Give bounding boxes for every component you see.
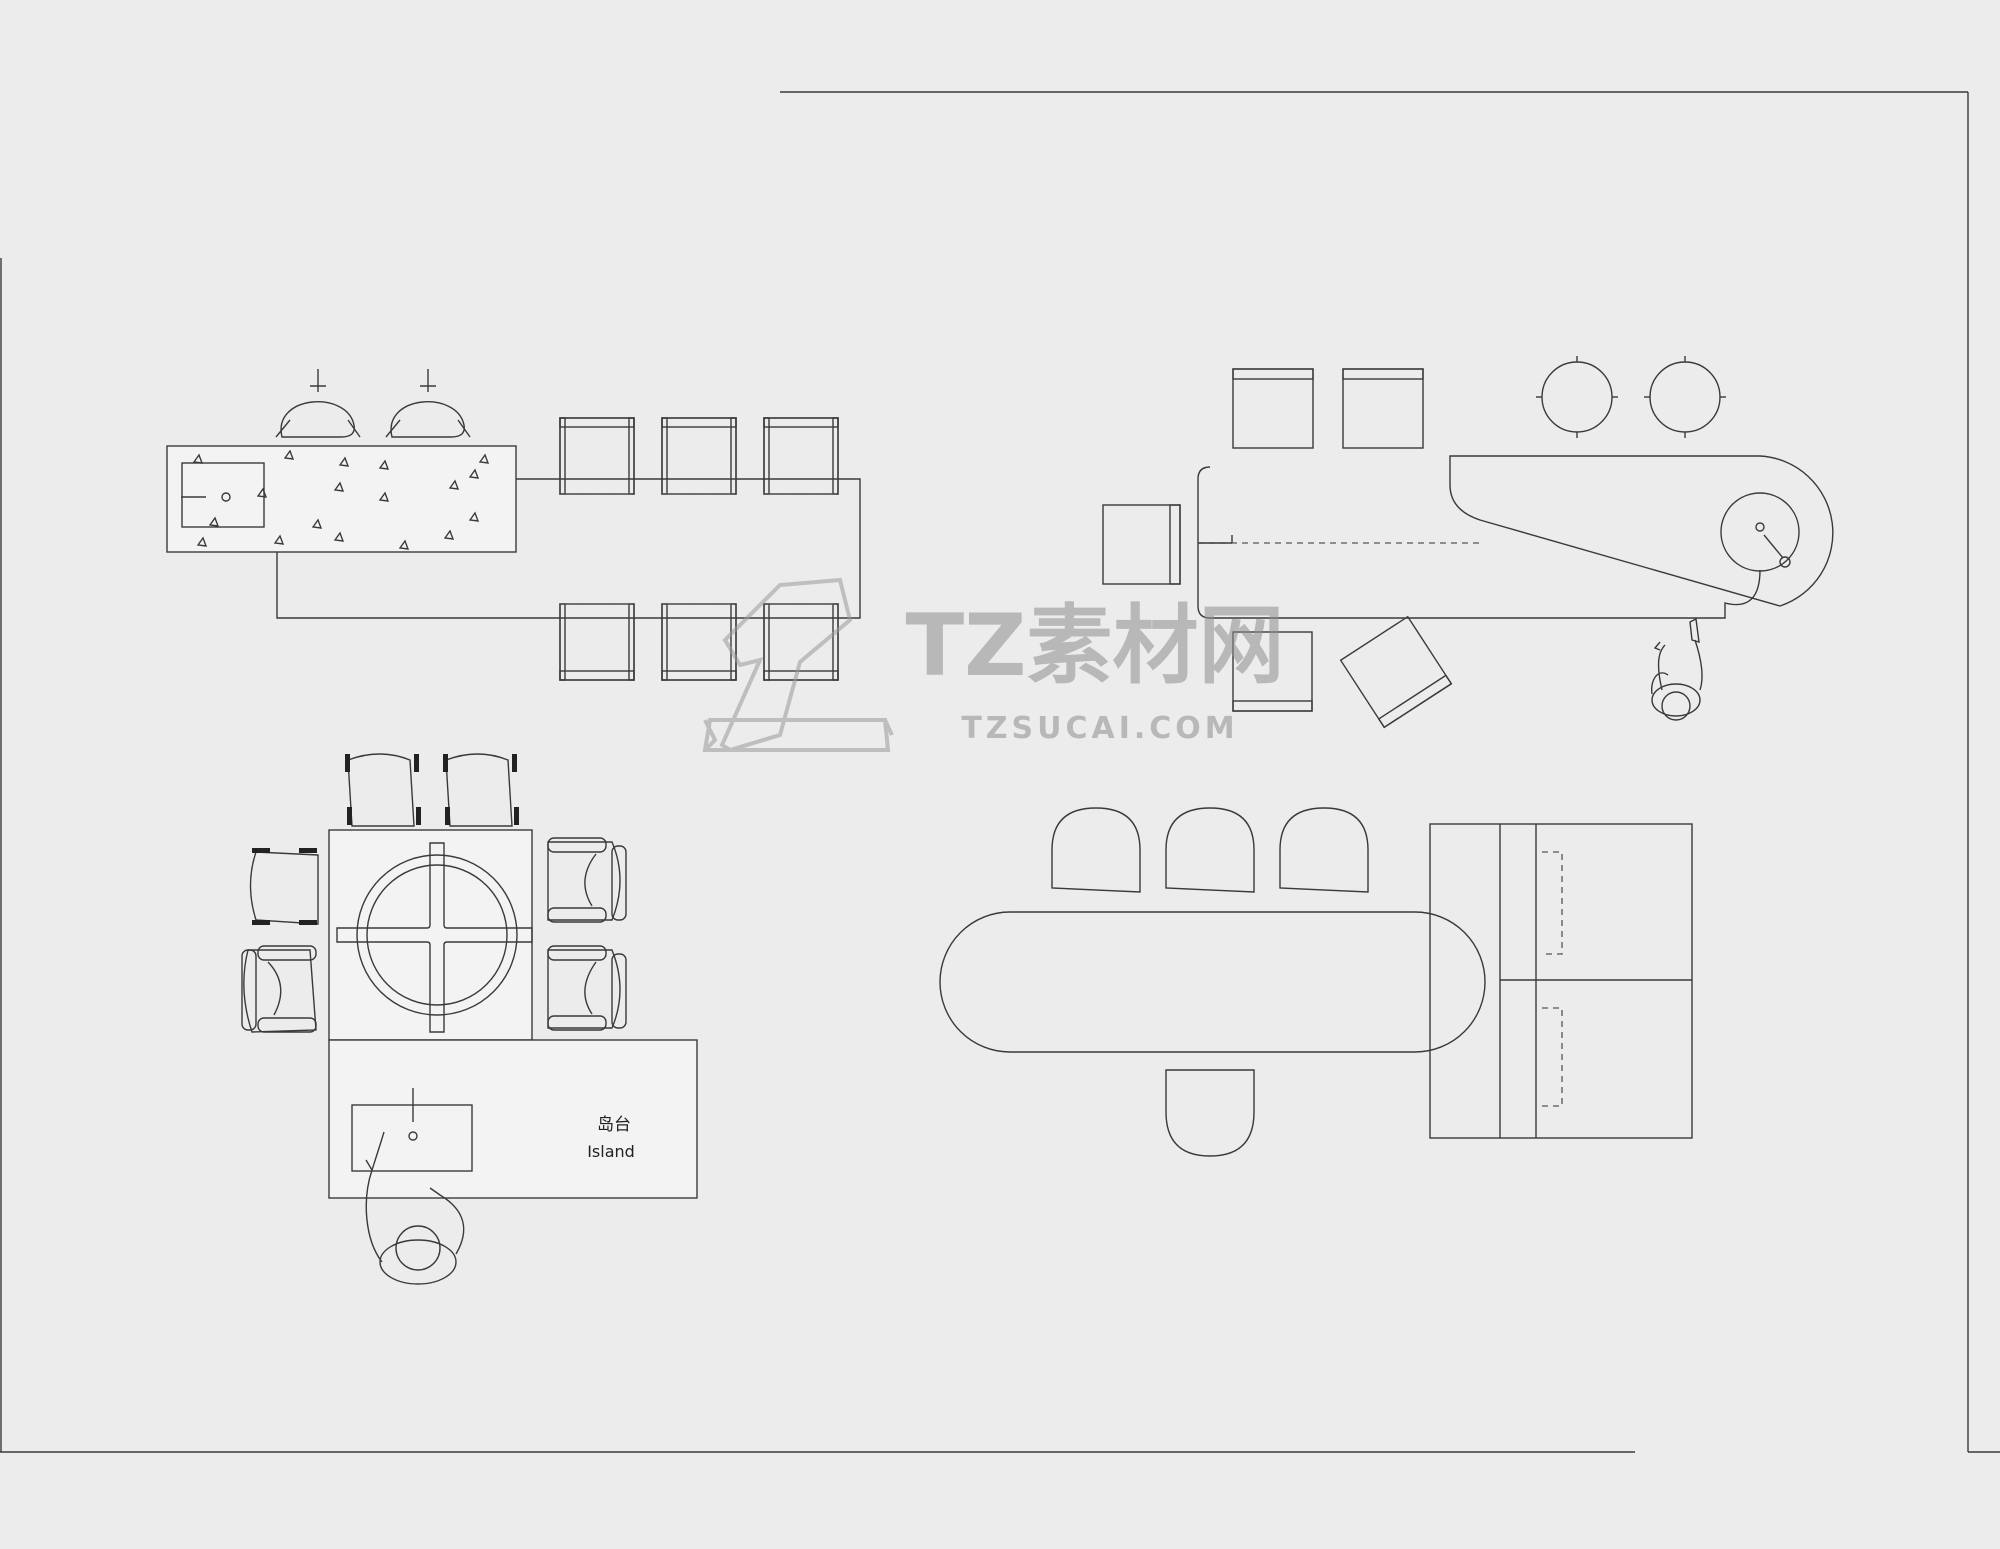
dining-chair (661, 417, 737, 495)
counter-sink (181, 462, 265, 528)
dining-chair (763, 417, 839, 495)
counter-sink (1720, 492, 1800, 572)
bar-stool (275, 369, 361, 438)
armless-chair (443, 753, 519, 827)
bucket-chair (1165, 1069, 1255, 1157)
watermark-url: TZSUCAI.COM (961, 711, 1238, 746)
curved-counter (1197, 466, 1761, 619)
terrazzo-speckles (192, 449, 490, 550)
island-label-en: Island (587, 1142, 635, 1161)
bar-stool (385, 369, 471, 438)
watermark-logo-mark (702, 577, 894, 753)
armless-chair (249, 848, 319, 925)
dining-chair (559, 603, 635, 681)
island-sink (351, 1104, 473, 1172)
armchair (241, 945, 317, 1033)
side-chair (1102, 504, 1181, 585)
dining-chair (763, 603, 839, 681)
bar-table (276, 478, 861, 619)
bucket-chair (1279, 807, 1369, 893)
armchair (547, 945, 627, 1031)
watermark: TZ素材网 TZSUCAI.COM (702, 577, 1285, 753)
round-stool (1536, 356, 1618, 438)
long-counter-plan (166, 369, 861, 681)
sheet-frame (0, 91, 2000, 1453)
bucket-chair (1165, 807, 1255, 893)
bucket-chair (1051, 807, 1141, 893)
oval-dining-table (939, 911, 1486, 1053)
watermark-brand: TZ素材网 (905, 596, 1284, 696)
storage-cabinet (1429, 823, 1693, 1139)
dining-chair (559, 417, 635, 495)
island-label-cn: 岛台 (597, 1115, 631, 1135)
person-figure (365, 1131, 465, 1285)
round-stool (1644, 356, 1726, 438)
dining-chair (661, 603, 737, 681)
lounge-chair (1342, 368, 1424, 449)
island-dining-plan: 岛台 Island (241, 753, 698, 1285)
person-figure (1651, 617, 1703, 721)
oval-table-plan (939, 807, 1693, 1157)
armchair (547, 837, 627, 923)
curved-counter-plan (1102, 356, 1834, 729)
island-counter (328, 1039, 698, 1199)
lounge-chair-rotated (1339, 615, 1453, 729)
armless-chair (345, 753, 421, 827)
lounge-chair (1232, 368, 1314, 449)
